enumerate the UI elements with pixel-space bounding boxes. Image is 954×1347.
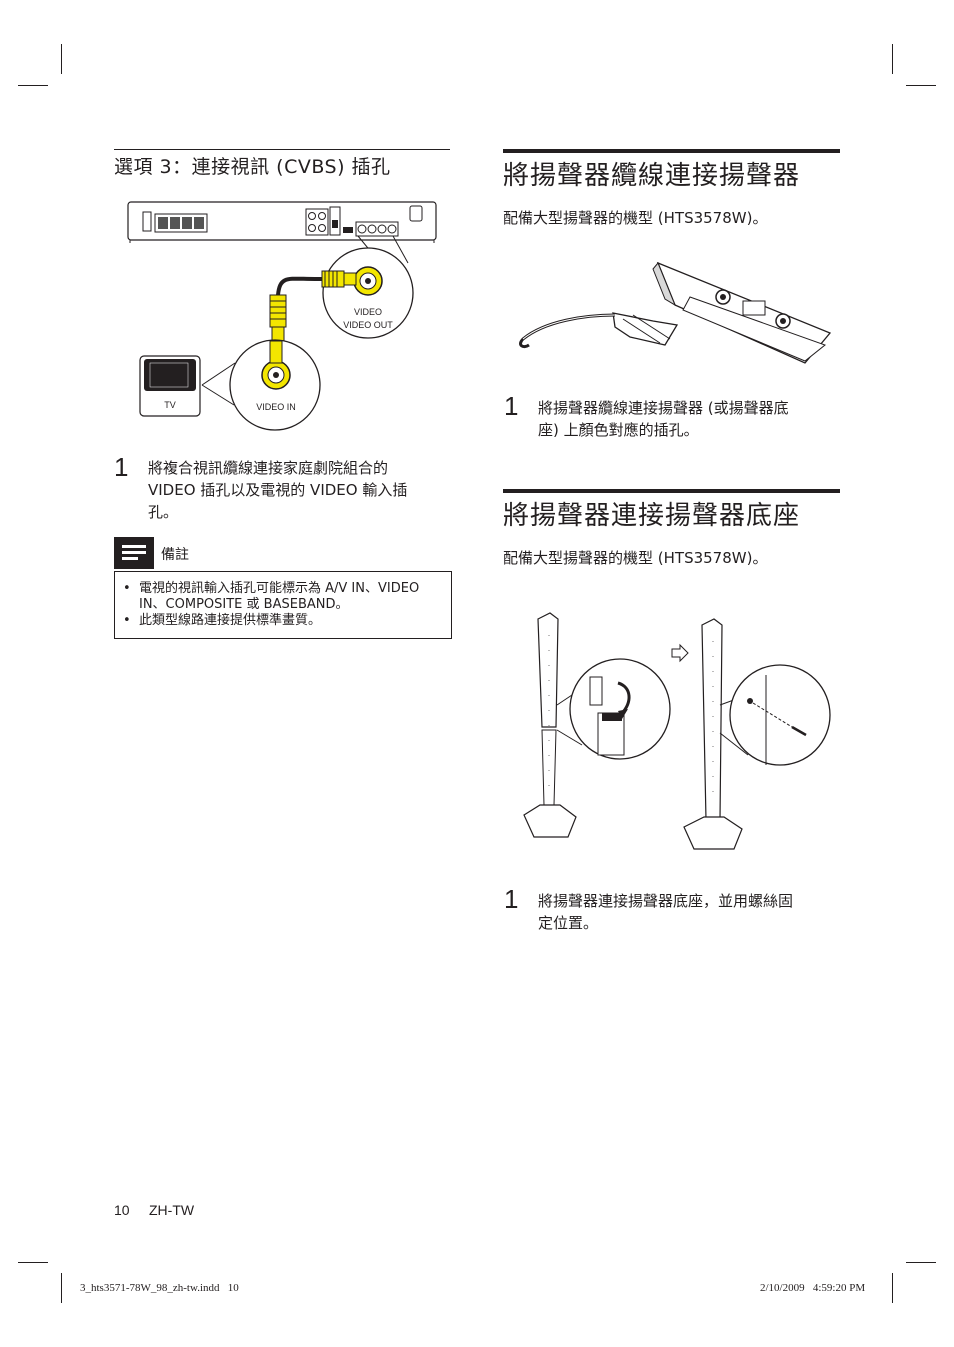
- crop-mark-tl-v: [61, 44, 62, 74]
- video-connection-diagram: VIDEO VIDEO OUT VIDEO IN TV: [127, 201, 437, 431]
- slug-file: 3_hts3571-78W_98_zh-tw.indd 10: [80, 1282, 239, 1294]
- left-step-line1: 將複合視訊纜線連接家庭劇院組合的: [148, 459, 389, 477]
- composite-video-cable: [276, 276, 342, 296]
- note-item-2: 此類型線路連接提供標準畫質。: [115, 613, 451, 629]
- section2-step-number: 1: [504, 884, 519, 914]
- left-step-line3: 孔。: [148, 503, 179, 521]
- next-step-arrow-icon: [671, 643, 689, 663]
- section1-step-number: 1: [504, 391, 519, 421]
- section2-title: 將揚聲器連接揚聲器底座: [503, 501, 801, 531]
- page-number: 10: [114, 1202, 130, 1218]
- video-in-label: VIDEO IN: [256, 402, 296, 412]
- rca-plug-top: [321, 270, 357, 288]
- crop-mark-br-h: [906, 1262, 936, 1263]
- video-out-jack-block: [355, 221, 399, 237]
- note-icon-block: [114, 537, 154, 569]
- power-socket: [409, 205, 423, 222]
- section1-title: 將揚聲器纜線連接揚聲器: [503, 161, 801, 191]
- language-code: ZH-TW: [149, 1202, 195, 1218]
- note-box: 電視的視訊輸入插孔可能標示為 A/V IN、VIDEO IN、COMPOSITE…: [114, 571, 452, 639]
- section2-rule: [503, 489, 840, 493]
- section2-intro: 配備大型揚聲器的機型 (HTS3578W)。: [503, 549, 768, 567]
- section2-step-text: 將揚聲器連接揚聲器底座，並用螺絲固 定位置。: [538, 892, 794, 932]
- left-step-text: 將複合視訊纜線連接家庭劇院組合的 VIDEO 插孔以及電視的 VIDEO 輸入插…: [148, 457, 458, 523]
- video-out-label: VIDEO OUT: [343, 320, 393, 330]
- speaker-terminal-block: [142, 211, 208, 233]
- left-step-line2: VIDEO 插孔以及電視的 VIDEO 輸入插: [148, 481, 408, 499]
- left-step-number: 1: [114, 452, 129, 482]
- section1-rule: [503, 149, 840, 153]
- crop-mark-tl-h: [18, 85, 48, 86]
- option-heading-rule: [114, 149, 450, 150]
- rca-plug-bottom: [269, 294, 287, 342]
- crop-mark-br-v: [892, 1273, 893, 1303]
- section1-step-text: 將揚聲器纜線連接揚聲器 (或揚聲器底 座) 上顏色對應的插孔。: [538, 399, 789, 439]
- note-title: 備註: [161, 547, 189, 563]
- crop-mark-tr-v: [892, 44, 893, 74]
- audio-jack-block: [305, 206, 353, 236]
- speaker-stand-illustration: [523, 612, 831, 850]
- section1-intro: 配備大型揚聲器的機型 (HTS3578W)。: [503, 209, 768, 227]
- crop-mark-tr-h: [906, 85, 936, 86]
- tv-label: TV: [164, 400, 176, 410]
- tv-device: TV: [139, 355, 201, 417]
- crop-mark-bl-v: [61, 1273, 62, 1303]
- slug-date: 2/10/2009 4:59:20 PM: [760, 1282, 866, 1294]
- note-item-1: 電視的視訊輸入插孔可能標示為 A/V IN、VIDEO IN、COMPOSITE…: [115, 581, 451, 613]
- option-heading: 選項 3：連接視訊 (CVBS) 插孔: [114, 156, 391, 178]
- video-label: VIDEO: [354, 307, 382, 317]
- speaker-cable-illustration: [519, 261, 832, 364]
- crop-mark-bl-h: [18, 1262, 48, 1263]
- note-lines-icon: [122, 545, 146, 560]
